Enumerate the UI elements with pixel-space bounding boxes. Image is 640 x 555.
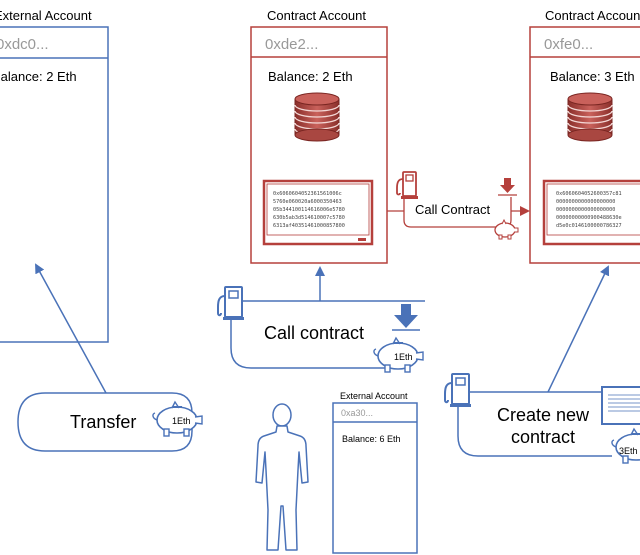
code-line: 0x6060604052361561006c [273, 191, 342, 197]
contract-account-right: Contract Account 0xfe0... Balance: 3 Eth… [529, 8, 640, 264]
balance: Balance: 2 Eth [0, 69, 77, 84]
svg-text:0x6060604052361561006c: 0x6060604052361561006c 5760e060020a60003… [273, 191, 348, 229]
code-line: 0000000000000000000 [556, 199, 615, 205]
address: 0xfe0... [544, 36, 593, 53]
piggy-bank-icon [494, 219, 519, 240]
code-line: 5760e060020a6000350463 [273, 199, 342, 205]
call-contract-label: Call contract [264, 323, 364, 343]
inner-call-label: Call Contract [415, 202, 491, 217]
down-arrow-icon [498, 178, 517, 196]
address: 0xdc0... [0, 36, 49, 53]
balance: Balance: 3 Eth [550, 69, 635, 84]
external-account-title: External Account [340, 391, 408, 401]
code-line: d5e0c0146100000786327 [556, 223, 622, 229]
code-line: 0000000000000000000 [556, 207, 615, 213]
code-line: 6313af40351461000857800 [273, 223, 345, 229]
code-line: 0x6060604052600357c81 [556, 191, 622, 197]
code-line: 00000000000900488630e [556, 215, 622, 221]
coin-stack-icon [567, 92, 613, 142]
external-account-bottom: External Account 0xa30... Balance: 6 Eth [332, 391, 418, 554]
gas-pump-icon [444, 373, 472, 408]
call-contract-transaction: Call contract 1Eth [217, 266, 425, 373]
transfer-amount: 1Eth [172, 416, 191, 426]
contract-account-middle: Contract Account 0xde2... Balance: 2 Eth… [250, 8, 388, 264]
address: 0xa30... [341, 408, 373, 418]
address: 0xde2... [265, 36, 318, 53]
external-account-left: External Account 0xdc0... Balance: 2 Eth [0, 8, 109, 343]
create-contract-amount: 3Eth [619, 446, 638, 456]
code-line: 630b5ab3d514610007c5780 [273, 215, 345, 221]
transfer-transaction: Transfer 1Eth [17, 263, 203, 452]
call-contract-amount: 1Eth [394, 352, 413, 362]
down-arrow-icon [392, 304, 420, 331]
code-screen-icon: 0x6060604052361561006c 5760e060020a60003… [262, 179, 374, 246]
coin-stack-icon [294, 92, 340, 142]
inner-call-contract: Call Contract [387, 171, 530, 240]
person-icon [255, 403, 309, 551]
code-line: 05b344100114616006e5780 [273, 207, 345, 213]
contract-account-title: Contract Account [545, 8, 640, 23]
contract-account-title: Contract Account [267, 8, 366, 23]
transfer-label: Transfer [70, 412, 136, 432]
external-account-title: External Account [0, 8, 92, 23]
svg-text:0x6060604052600357c81: 0x6060604052600357c81 000000000000000000… [556, 191, 625, 229]
create-contract-transaction: Create new contract 3Eth [444, 265, 640, 464]
create-contract-label-line2: contract [511, 427, 575, 447]
balance: Balance: 6 Eth [342, 434, 401, 444]
balance: Balance: 2 Eth [268, 69, 353, 84]
gas-pump-icon [217, 286, 245, 321]
gas-pump-icon [396, 171, 419, 200]
create-contract-label-line1: Create new [497, 405, 590, 425]
code-screen-icon: 0x6060604052600357c81 000000000000000000… [542, 179, 640, 246]
code-screen-icon [601, 386, 640, 425]
